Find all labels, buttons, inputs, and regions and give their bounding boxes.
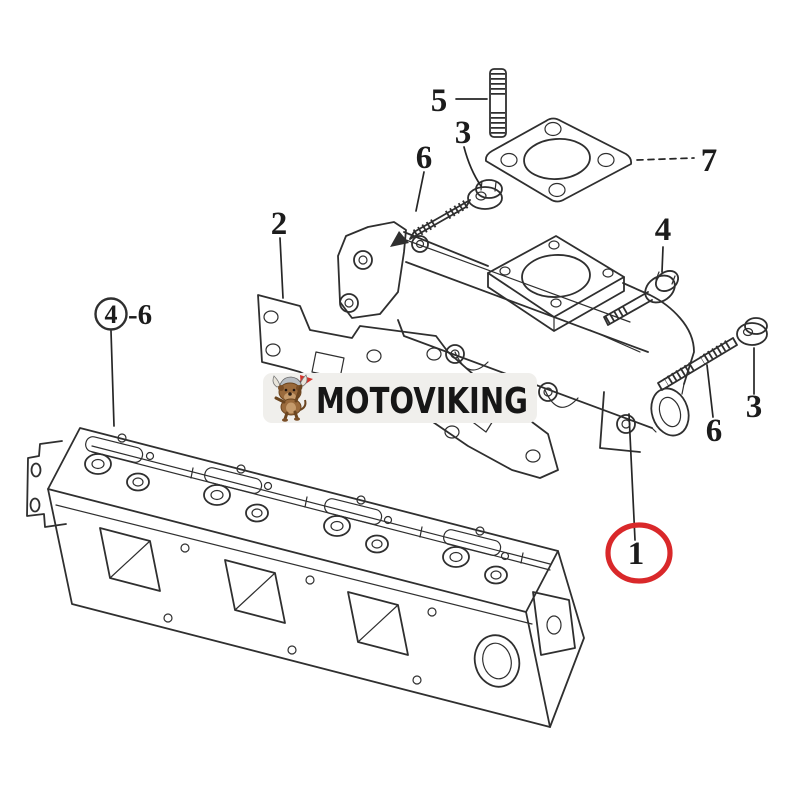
leader-part7 [636, 157, 695, 161]
carb-flange-plate [487, 235, 625, 332]
red-highlight-ring [605, 522, 673, 584]
leader-group4 [110, 330, 115, 427]
callout-3-top: 3 [455, 115, 472, 151]
callout-group4-suffix: -6 [128, 299, 152, 331]
callout-4: 4 [655, 212, 672, 248]
callout-6-top: 6 [416, 140, 433, 176]
intake-port-openings [99, 527, 437, 685]
callout-1: 1 [628, 536, 645, 572]
callout-labels: 5 3 6 2 7 4 3 6 4 -6 1 [94, 83, 763, 584]
callout-group-4-6: 4 -6 [94, 297, 152, 331]
leader-part3-top [463, 146, 482, 187]
watermark-logo: MOTOVIKING [263, 373, 537, 423]
carb-gasket-part7 [484, 117, 633, 203]
leader-part2 [279, 237, 284, 299]
valvetrain-details [84, 433, 510, 585]
callout-7: 7 [701, 143, 718, 179]
callout-3-right: 3 [746, 389, 763, 425]
leader-lines [110, 98, 755, 541]
stud-part6-top [409, 199, 471, 240]
stud-part6-right [657, 337, 738, 391]
callout-group4-number: 4 [105, 300, 118, 329]
stud-part5 [489, 68, 507, 138]
callout-5: 5 [431, 83, 448, 119]
callout-part1-highlighted: 1 [605, 522, 673, 584]
viking-dog-mascot-icon [272, 374, 313, 422]
head-end-port [473, 591, 576, 688]
rocker-shaft [91, 445, 551, 571]
leader-part6-top [415, 171, 425, 212]
cylinder-head-drawing [26, 427, 585, 728]
callout-2: 2 [271, 206, 288, 242]
leader-part4 [661, 246, 664, 273]
callout-circle [94, 297, 128, 331]
watermark-panel [263, 373, 537, 423]
watermark-brand-text: MOTOVIKING [316, 381, 528, 422]
leader-part1 [628, 413, 636, 541]
bolt-part4 [603, 270, 680, 326]
callout-6-right: 6 [706, 413, 723, 449]
manifold-outlet-stub [599, 383, 690, 453]
nut-part3-right [736, 317, 768, 346]
nut-part3-top [467, 179, 503, 210]
leader-part6-right [706, 364, 714, 418]
